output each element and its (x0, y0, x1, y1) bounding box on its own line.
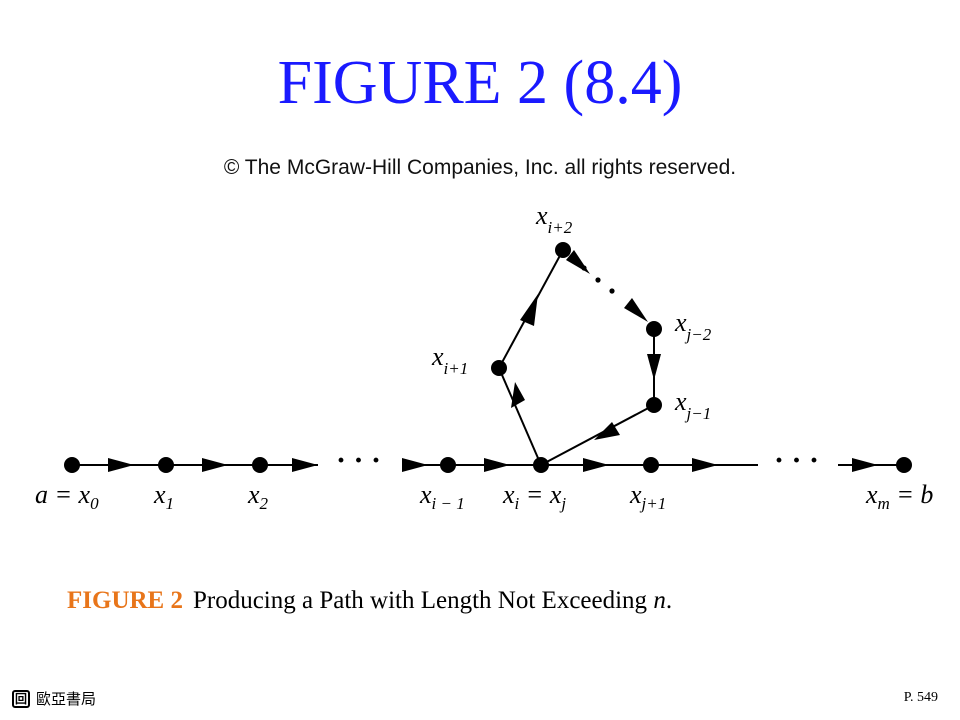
cycle-arrows (511, 250, 661, 440)
publisher-logo-icon: 回 (12, 689, 30, 708)
arrow-into-xi-1 (402, 458, 428, 472)
arrow-x0-x1 (108, 458, 134, 472)
arrow-xi+1-xi+2 (520, 294, 538, 326)
arrow-into-xm (852, 458, 878, 472)
label-x1: x1 (153, 480, 174, 513)
arrow-dots-xj-2 (624, 298, 648, 322)
label-xi-1: xi − 1 (419, 480, 465, 513)
node-x1 (158, 457, 174, 473)
label-xj-2: xj−2 (674, 308, 712, 344)
cycle-dots (581, 265, 615, 294)
node-xj+1 (643, 457, 659, 473)
edge-xi-xi+1 (498, 367, 542, 466)
arrow-xj-1-xi (594, 422, 620, 440)
label-xj+1: xj+1 (629, 480, 666, 513)
caption-variable: n (653, 587, 666, 614)
nodes (64, 242, 912, 473)
arrow-xi-xj+1 (583, 458, 609, 472)
label-xi: xi = xj (502, 480, 566, 513)
node-xi (533, 457, 549, 473)
ellipsis-right: · · · (774, 444, 819, 477)
ellipsis-left: · · · (336, 444, 381, 477)
node-xm (896, 457, 912, 473)
arrow-x2-ellipsis (292, 458, 318, 472)
node-xi+2 (555, 242, 571, 258)
label-x2: x2 (247, 480, 269, 513)
label-xm: xm = b (865, 480, 933, 513)
publisher-logo: 回 歐亞書局 (12, 688, 96, 709)
node-xj-1 (646, 397, 662, 413)
slide-title: FIGURE 2 (8.4) (277, 49, 683, 117)
caption-end: . (665, 587, 673, 614)
main-path-arrows (108, 458, 878, 472)
copyright-notice: © The McGraw-Hill Companies, Inc. all ri… (223, 156, 737, 179)
label-x0: a = x0 (35, 480, 99, 513)
caption-figure-label: FIGURE 2 (67, 587, 183, 614)
label-xj-1: xj−1 (674, 387, 711, 423)
publisher-name: 歐亞書局 (36, 690, 97, 708)
page-number: P. 549 (903, 690, 938, 705)
node-xi+1 (491, 360, 507, 376)
node-x2 (252, 457, 268, 473)
figure-caption: FIGURE 2 Producing a Path with Length Not… (67, 587, 672, 615)
arrow-xj+1-onward (692, 458, 718, 472)
node-xj-2 (646, 321, 662, 337)
arrow-x1-x2 (202, 458, 228, 472)
node-x0 (64, 457, 80, 473)
caption-text: Producing a Path with Length Not Exceedi… (192, 587, 654, 614)
cycle-edges (498, 249, 655, 466)
label-xi+1: xi+1 (431, 342, 468, 378)
arrow-xi-1-xi (484, 458, 510, 472)
arrow-xj-2-xj-1 (647, 354, 661, 380)
node-xi-1 (440, 457, 456, 473)
edge-xj-1-xi (540, 404, 655, 466)
label-xi+2: xi+2 (535, 201, 573, 237)
arrow-xi-xi+1 (511, 382, 525, 408)
